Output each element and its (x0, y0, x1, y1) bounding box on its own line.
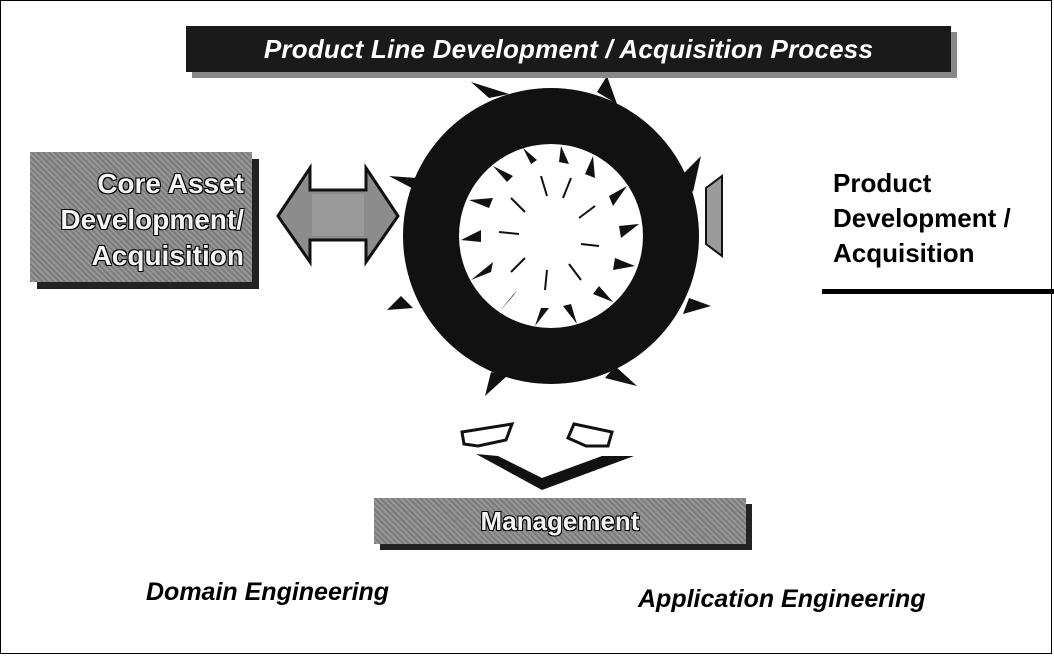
double-arrow-left (276, 163, 400, 267)
core-asset-box: Core Asset Development/ Acquisition (30, 152, 252, 282)
application-engineering-label: Application Engineering (638, 585, 926, 613)
core-asset-line-1: Core Asset (97, 168, 244, 199)
product-underline (822, 289, 1054, 294)
down-arrow (460, 422, 634, 490)
product-line-3: Acquisition (833, 238, 975, 268)
management-box: Management (374, 498, 746, 544)
product-line-2: Development / (833, 203, 1011, 233)
page-title: Product Line Development / Acquisition P… (186, 26, 951, 72)
domain-engineering-label: Domain Engineering (146, 578, 390, 606)
arrow-right-tip (705, 174, 723, 258)
product-development-label: Product Development / Acquisition (833, 166, 1011, 271)
core-asset-line-3: Acquisition (91, 240, 244, 271)
core-asset-line-2: Development/ (60, 204, 244, 235)
product-line-1: Product (833, 168, 932, 198)
process-ring (387, 76, 711, 396)
